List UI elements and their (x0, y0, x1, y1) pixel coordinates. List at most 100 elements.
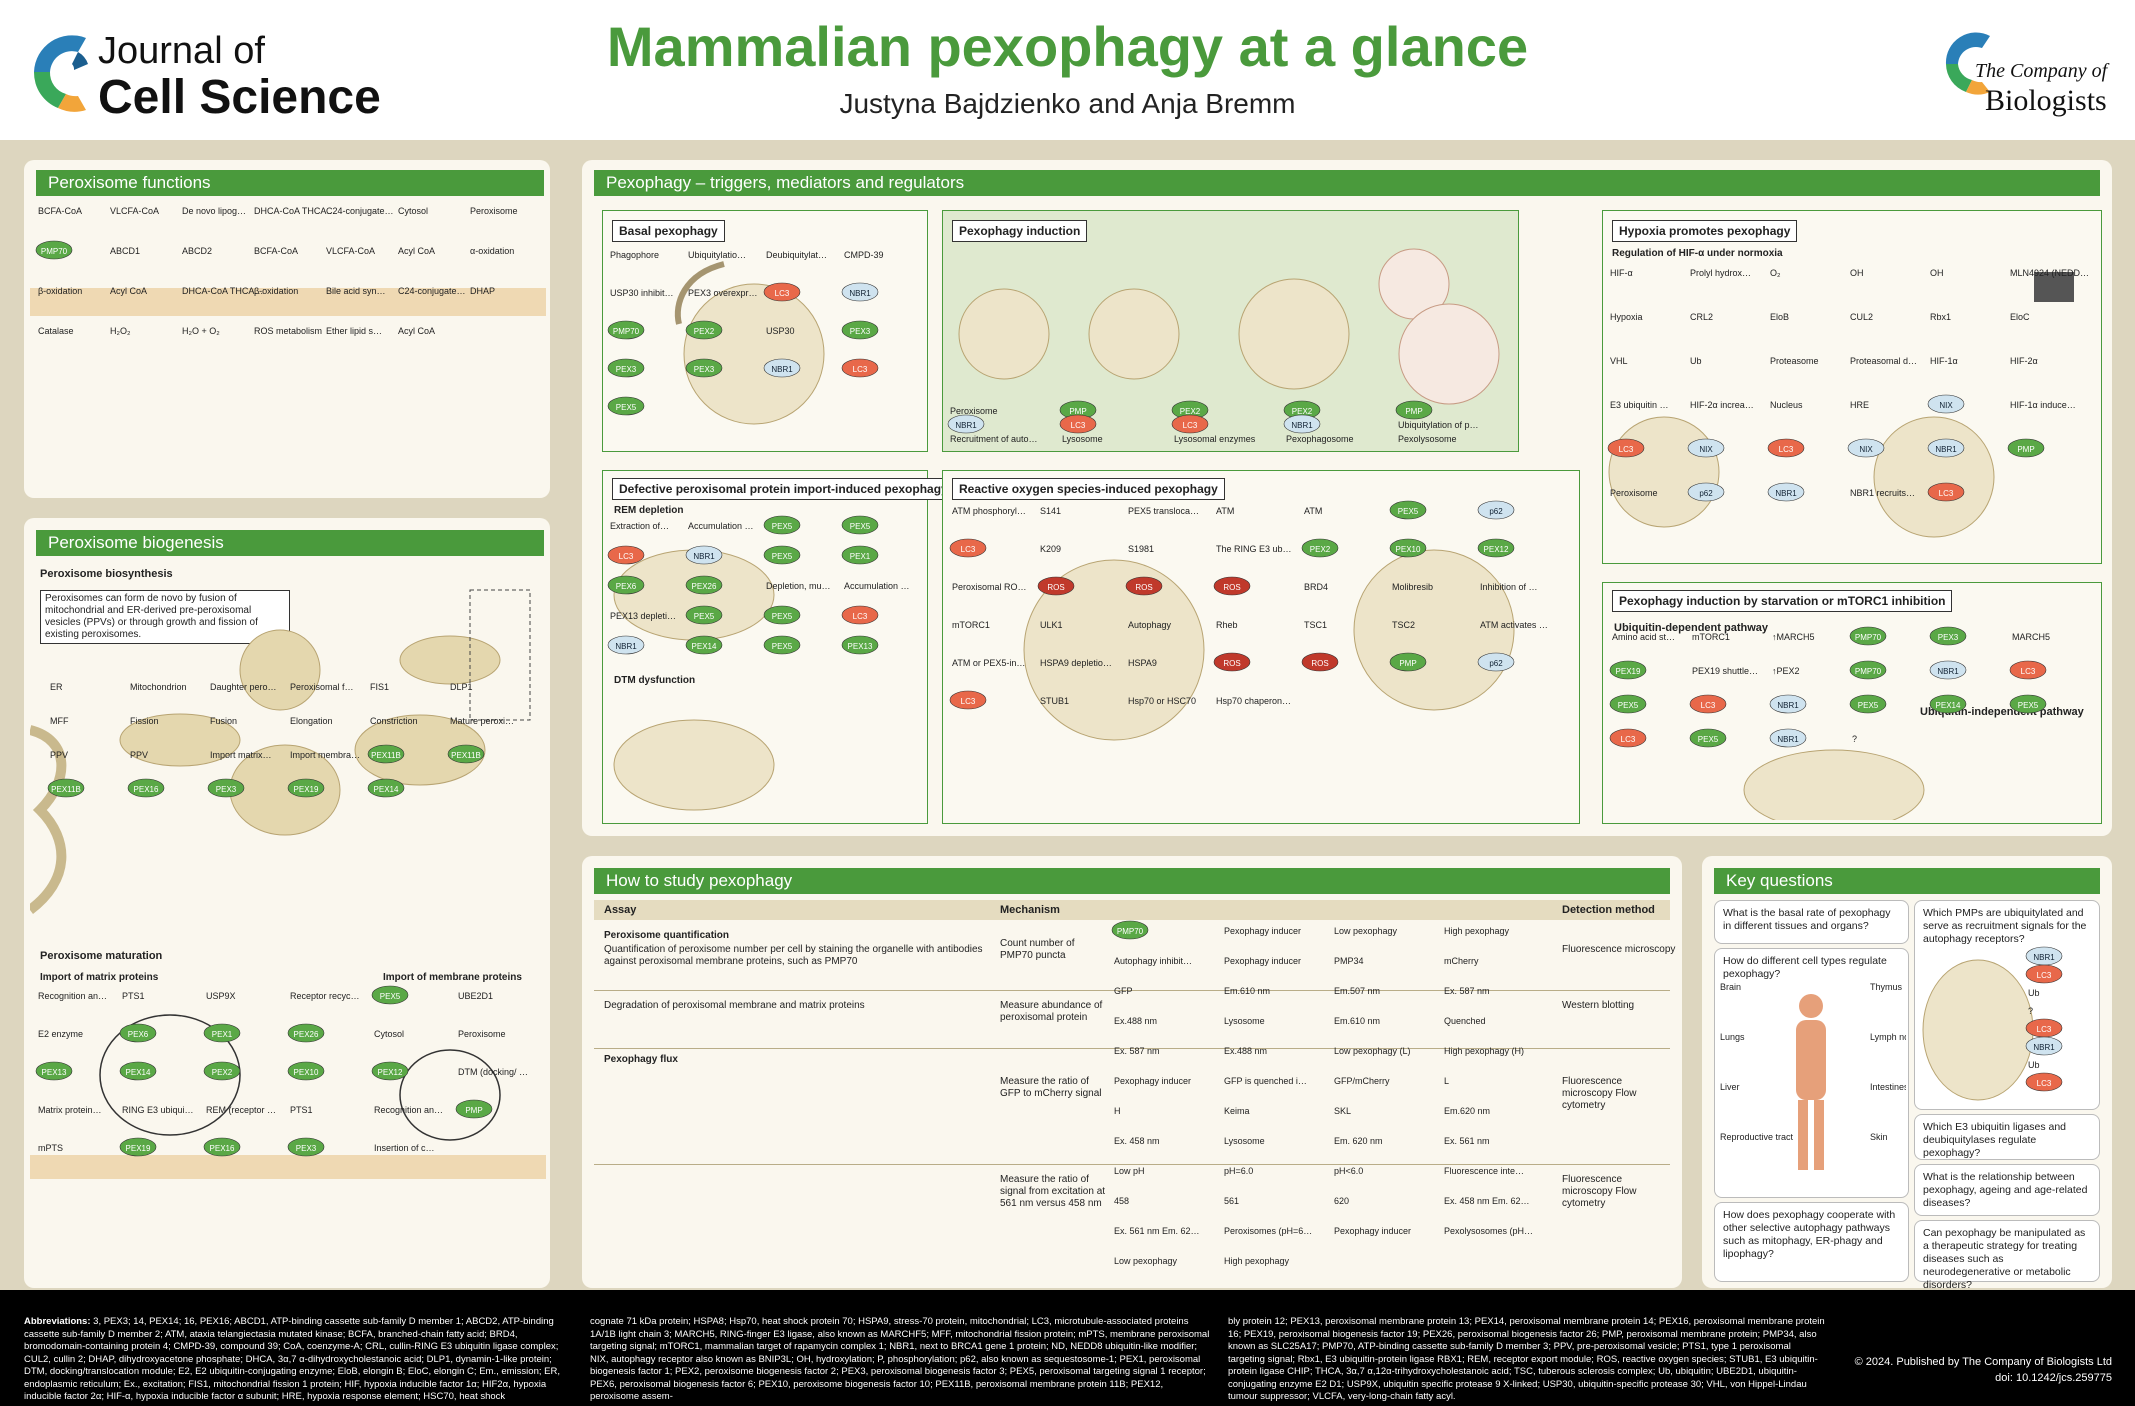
diagram-label: ROS metabolismROS metabolism (254, 326, 322, 336)
page-title: Mammalian pexophagy at a glance (606, 15, 1529, 78)
diagram-label-text: PTS1 (290, 1105, 313, 1115)
diagram-label-text: NBR1 recruits… (1850, 488, 1915, 498)
diagram-label-text: K209 (1040, 544, 1061, 554)
diagram-label-text: PEX19 shuttle… (1692, 666, 1758, 676)
diagram-label-text: PEX6 (128, 1030, 149, 1039)
diagram-label: LiverLiver (1720, 1082, 1740, 1092)
diagram-label: Pexophagy inducerPexophagy inducer (1334, 1226, 1411, 1236)
diagram-label-text: ABCD1 (110, 246, 140, 256)
diagram-label-text: TSC1 (1304, 620, 1327, 630)
diagram-label-text: Ex. 561 nm (1444, 1136, 1490, 1146)
hypoxia-subheading: Regulation of HIF-α under normoxia (1612, 248, 1783, 259)
diagram-label-text: mTORC1 (952, 620, 990, 630)
diagram-label: IntestinesIntestines (1870, 1082, 1906, 1092)
diagram-label-text: Thymus (1870, 982, 1903, 992)
diagram-label-text: PMP34 (1334, 956, 1364, 966)
diagram-label: HIF-2α increa…HIF-2α increases the rate … (1690, 400, 1754, 410)
diagram-label: HIF-1α induce…HIF-1α induces expression … (2010, 400, 2076, 410)
diagram-label: HREHRE (1850, 400, 1869, 410)
diagram-label: CatalaseCatalase (38, 326, 74, 336)
diagram-label: Ubiquitylatio…Ubiquitylation of PMPs ind… (688, 250, 746, 260)
diagram-label: Import membra…Import membrane protein (290, 750, 360, 760)
diagram-label-text: β-oxidation (254, 286, 298, 296)
protein-badge: PEX12PEX12 (371, 1061, 409, 1081)
starvation-peroxisome-shape (1743, 749, 1925, 820)
diagram-label: ?? (2028, 1006, 2033, 1016)
diagram-label-text: ER (50, 682, 63, 692)
diagram-label-text: PEX5 (616, 403, 637, 412)
diagram-label: CytosolCytosol (398, 206, 428, 216)
question-text: Which E3 ubiquitin ligases and deubiquit… (1923, 1121, 2067, 1159)
diagram-label: PEX13 depleti…PEX13 depletion (610, 611, 676, 621)
ros-title: Reactive oxygen species-induced pexophag… (952, 478, 1225, 500)
biogenesis-title: Peroxisome biogenesis (36, 530, 544, 556)
diagram-label-text: BRD4 (1304, 582, 1328, 592)
diagram-label-text: ATM or PEX5-in… (952, 658, 1025, 668)
diagram-label-text: ROS (1047, 583, 1064, 592)
diagram-label-text: The RING E3 ub… (1216, 544, 1292, 554)
diagram-label: PexolysosomePexolysosome (1398, 434, 1457, 444)
diagram-label: ABCD1ABCD1 (110, 246, 140, 256)
diagram-label-text: PEX5 (772, 522, 793, 531)
diagram-label-text: ATM activates … (1480, 620, 1548, 630)
functions-panel (24, 160, 550, 498)
diagram-label-text: LC3 (961, 545, 976, 554)
diagram-label-text: USP30 inhibit… (610, 288, 674, 298)
diagram-label-text: Em.507 nm (1334, 986, 1380, 996)
diagram-label-text: USP30 (766, 326, 795, 336)
diagram-label: PEX3 overexpr…PEX3 overexpression induce… (688, 288, 758, 298)
functions-title: Peroxisome functions (36, 170, 544, 196)
diagram-label-text: mTORC1 (1692, 632, 1730, 642)
diagram-label-text: PEX14 (126, 1068, 151, 1077)
question-1: What is the basal rate of pexophagy in d… (1714, 900, 1909, 944)
diagram-label-text: Autophagy inhibit… (1114, 956, 1192, 966)
diagram-label: DHCA-CoA THCA…DHCA-CoA THCA-CoA (C27-bil… (254, 206, 335, 216)
diagram-label-text: HIF-2α increa… (1690, 400, 1754, 410)
diagram-label-text: MARCH5 (2012, 632, 2050, 642)
diagram-label-text: Ex. 458 nm Em. 62… (1444, 1196, 1530, 1206)
diagram-label-text: Daughter pero… (210, 682, 277, 692)
diagram-label-text: mPTS (38, 1143, 63, 1153)
membrane-import-cycle (399, 1049, 501, 1141)
study-table-header (594, 900, 1670, 920)
diagram-label-text: ROS (1311, 659, 1328, 668)
diagram-label-text: Pexophagy inducer (1224, 956, 1301, 966)
diagram-label-text: NBR1 (849, 289, 871, 298)
diagram-label-text: LC3 (961, 697, 976, 706)
diagram-label-text: LC3 (1619, 445, 1634, 454)
diagram-label: Lymph nodeLymph node (1870, 1032, 1906, 1042)
diagram-label: Ether lipid s…Ether lipid synthesis (326, 326, 382, 336)
publisher-logo-icon (1945, 32, 1990, 95)
diagram-label-text: NBR1 (1775, 489, 1797, 498)
diagram-label-text: PEX6 (616, 582, 637, 591)
protein-badge: NIXNIX (1927, 394, 1965, 414)
diagram-label-text: Ex.488 nm (1224, 1046, 1267, 1056)
diagram-label-text: Hsp70 or HSC70 (1128, 696, 1196, 706)
diagram-label-text: Import matrix… (210, 750, 272, 760)
question-5: What is the relationship between pexopha… (1914, 1164, 2100, 1216)
protein-badge: PMP70PMP70 (1849, 626, 1887, 646)
diagram-label-text: LC3 (2037, 1025, 2052, 1034)
diagram-label-text: Rbx1 (1930, 312, 1951, 322)
study-title: How to study pexophagy (594, 868, 1670, 894)
protein-badge: PMP70PMP70 (1111, 920, 1149, 940)
